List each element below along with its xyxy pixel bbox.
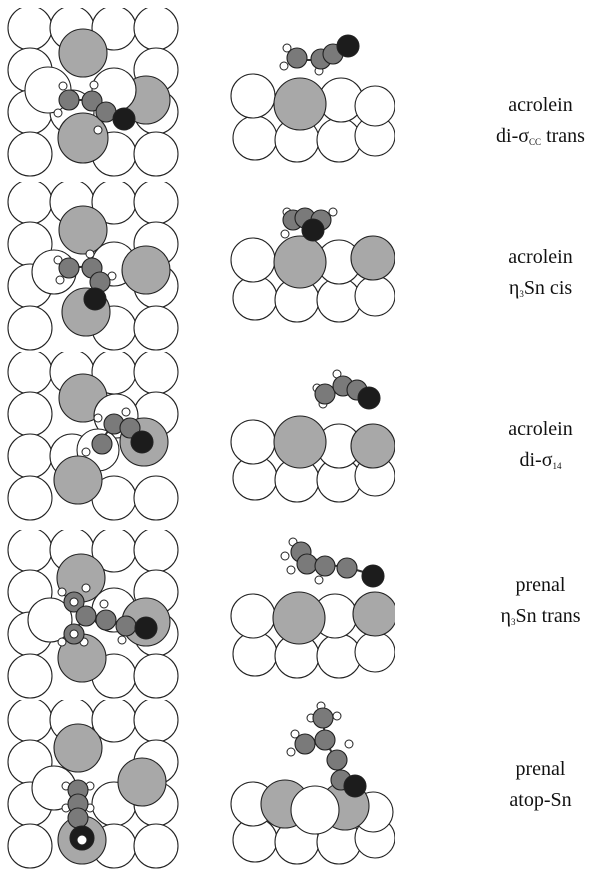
sn-atom [58,28,108,78]
side-view-model [230,537,395,679]
sn-atom [350,423,395,469]
adsorbate-molecule [280,207,338,242]
configuration-name: di-σ14 [519,449,562,471]
adsorbate-molecule [279,34,360,76]
top-view-model [7,8,179,177]
adsorbate-molecule [53,249,117,311]
side-view-model [230,207,395,323]
config-row-prenal-eta3-sn-trans: prenal η3Sn trans [0,530,603,700]
oxygen-atom [301,218,325,242]
top-view-model [7,530,179,699]
sn-atom [57,112,109,164]
configuration-name: atop-Sn [509,789,572,811]
molecule-name: acrolein [508,418,573,440]
top-view-model [7,700,179,869]
configuration-name: di-σCC trans [496,125,585,147]
adsorbate-molecule [61,779,95,851]
sn-atom [352,591,395,637]
sn-atom [58,205,108,255]
oxygen-atom [83,287,107,311]
oxygen-atom [343,774,367,798]
sn-atom [53,723,103,773]
config-label: acrolein di-σ14 [478,414,603,476]
top-view-model [7,182,179,351]
sn-atom [273,77,327,131]
config-row-acrolein-eta3-sn-cis: acrolein η3Sn cis [0,182,603,352]
oxygen-atom [134,616,158,640]
side-view-model [230,701,395,865]
molecule-name: acrolein [508,94,573,116]
configuration-name: η3Sn trans [500,605,581,627]
adsorbate-molecule [286,701,367,798]
sn-atom [272,591,326,645]
molecule-name: prenal [515,758,566,780]
molecule-name: acrolein [508,246,573,268]
surface-side-back [232,115,395,163]
molecule-name: prenal [515,574,566,596]
oxygen-atom [130,430,154,454]
adsorbate-molecule [81,407,154,457]
adsorbate-molecule [312,369,381,410]
oxygen-atom [336,34,360,58]
adsorbate-molecule [57,583,158,647]
config-label: prenal atop-Sn [478,754,603,816]
sn-atom [273,415,327,469]
config-label: acrolein di-σCC trans [478,90,603,152]
oxygen-atom [112,107,136,131]
top-view-model [7,352,179,521]
sn-atom [117,757,167,807]
config-label: acrolein η3Sn cis [478,242,603,304]
sn-atom [53,455,103,505]
config-row-prenal-atop-sn: prenal atop-Sn [0,700,603,870]
adsorbate-molecule [53,80,136,135]
oxygen-atom [357,386,381,410]
side-view-model [230,369,395,503]
config-label: prenal η3Sn trans [478,570,603,632]
sn-atom [350,235,395,281]
config-row-acrolein-di-sigma-cc-trans: acrolein di-σCC trans [0,8,603,178]
side-view-model [230,34,395,163]
config-row-acrolein-di-sigma-14: acrolein di-σ14 [0,352,603,522]
adsorbate-molecule [280,537,385,588]
configuration-name: η3Sn cis [508,277,573,299]
sn-atom [121,245,171,295]
oxygen-atom [361,564,385,588]
sn-atom [273,235,327,289]
